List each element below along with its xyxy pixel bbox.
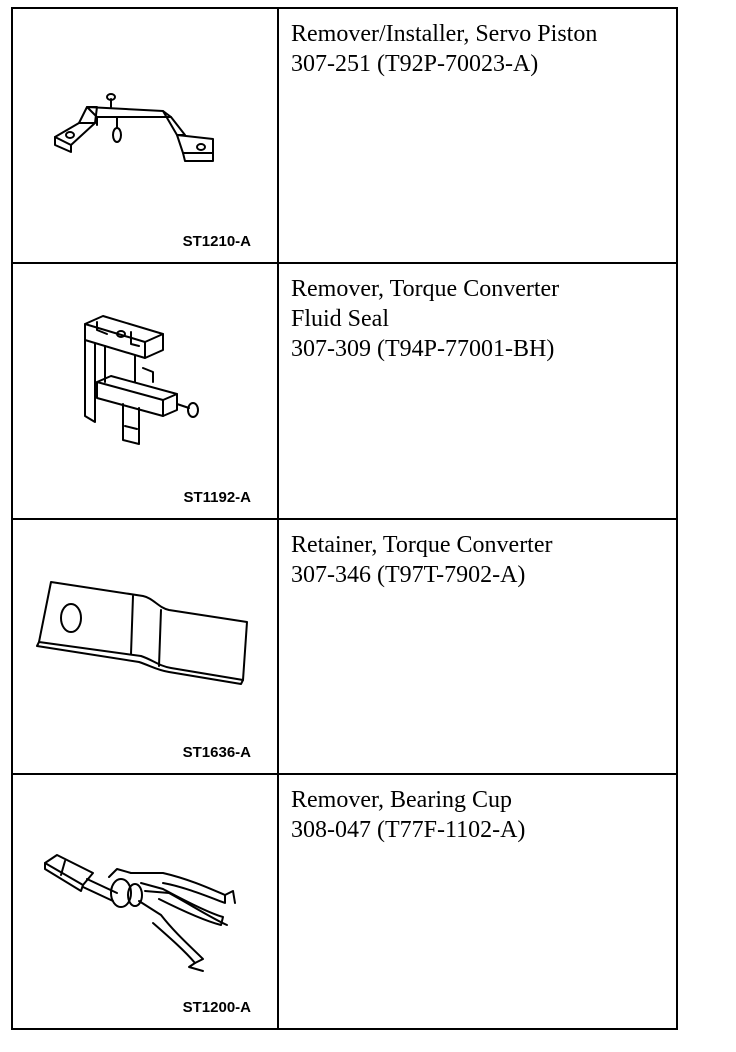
tool-image-cell: ST1636-A — [13, 519, 279, 773]
tool-name-line: Remover, Bearing Cup — [291, 786, 512, 813]
servo-piston-bracket-icon — [54, 93, 214, 162]
tool-row: ST1210-A Remover/Installer, Servo Piston… — [13, 9, 676, 265]
tool-row: ST1636-A Retainer, Torque Converter 307-… — [13, 519, 676, 775]
tool-description: Remover, Torque Converter Fluid Seal 307… — [279, 264, 676, 517]
tool-image-cell: ST1200-A — [13, 774, 279, 1028]
tool-code-label: ST1636-A — [182, 743, 251, 761]
tool-number-line: 307-251 (T92P-70023-A) — [291, 51, 539, 77]
tool-description: Remover, Bearing Cup 308-047 (T77F-1102-… — [279, 775, 676, 1028]
tool-row: ST1192-A Remover, Torque Converter Fluid… — [13, 264, 676, 520]
retainer-strap-icon — [36, 580, 248, 685]
tool-row: ST1200-A Remover, Bearing Cup 308-047 (T… — [13, 774, 676, 1028]
tool-name-line: Retainer, Torque Converter — [291, 531, 553, 558]
fluid-seal-remover-icon — [84, 315, 199, 446]
tool-image-cell: ST1192-A — [13, 264, 279, 518]
tool-number-line: 307-346 (T97T-7902-A) — [291, 561, 526, 588]
tool-number-line: 307-309 (T94P-77001-BH) — [291, 336, 555, 363]
tool-description: Retainer, Torque Converter 307-346 (T97T… — [279, 520, 676, 773]
special-tools-table: ST1210-A Remover/Installer, Servo Piston… — [11, 7, 678, 1030]
tool-image-cell: ST1210-A — [13, 9, 279, 263]
tool-code-label: ST1210-A — [182, 233, 251, 251]
tool-code-label: ST1200-A — [182, 999, 251, 1016]
tool-number-line: 308-047 (T77F-1102-A) — [291, 816, 526, 843]
tool-description: Remover/Installer, Servo Piston 307-251 … — [279, 9, 676, 262]
tool-name-line: Remover, Torque Converter — [291, 276, 560, 303]
tool-name-line: Fluid Seal — [291, 306, 390, 333]
bearing-cup-puller-icon — [44, 853, 236, 972]
tool-name-line: Remover/Installer, Servo Piston — [291, 21, 598, 47]
tool-code-label: ST1192-A — [183, 488, 251, 506]
